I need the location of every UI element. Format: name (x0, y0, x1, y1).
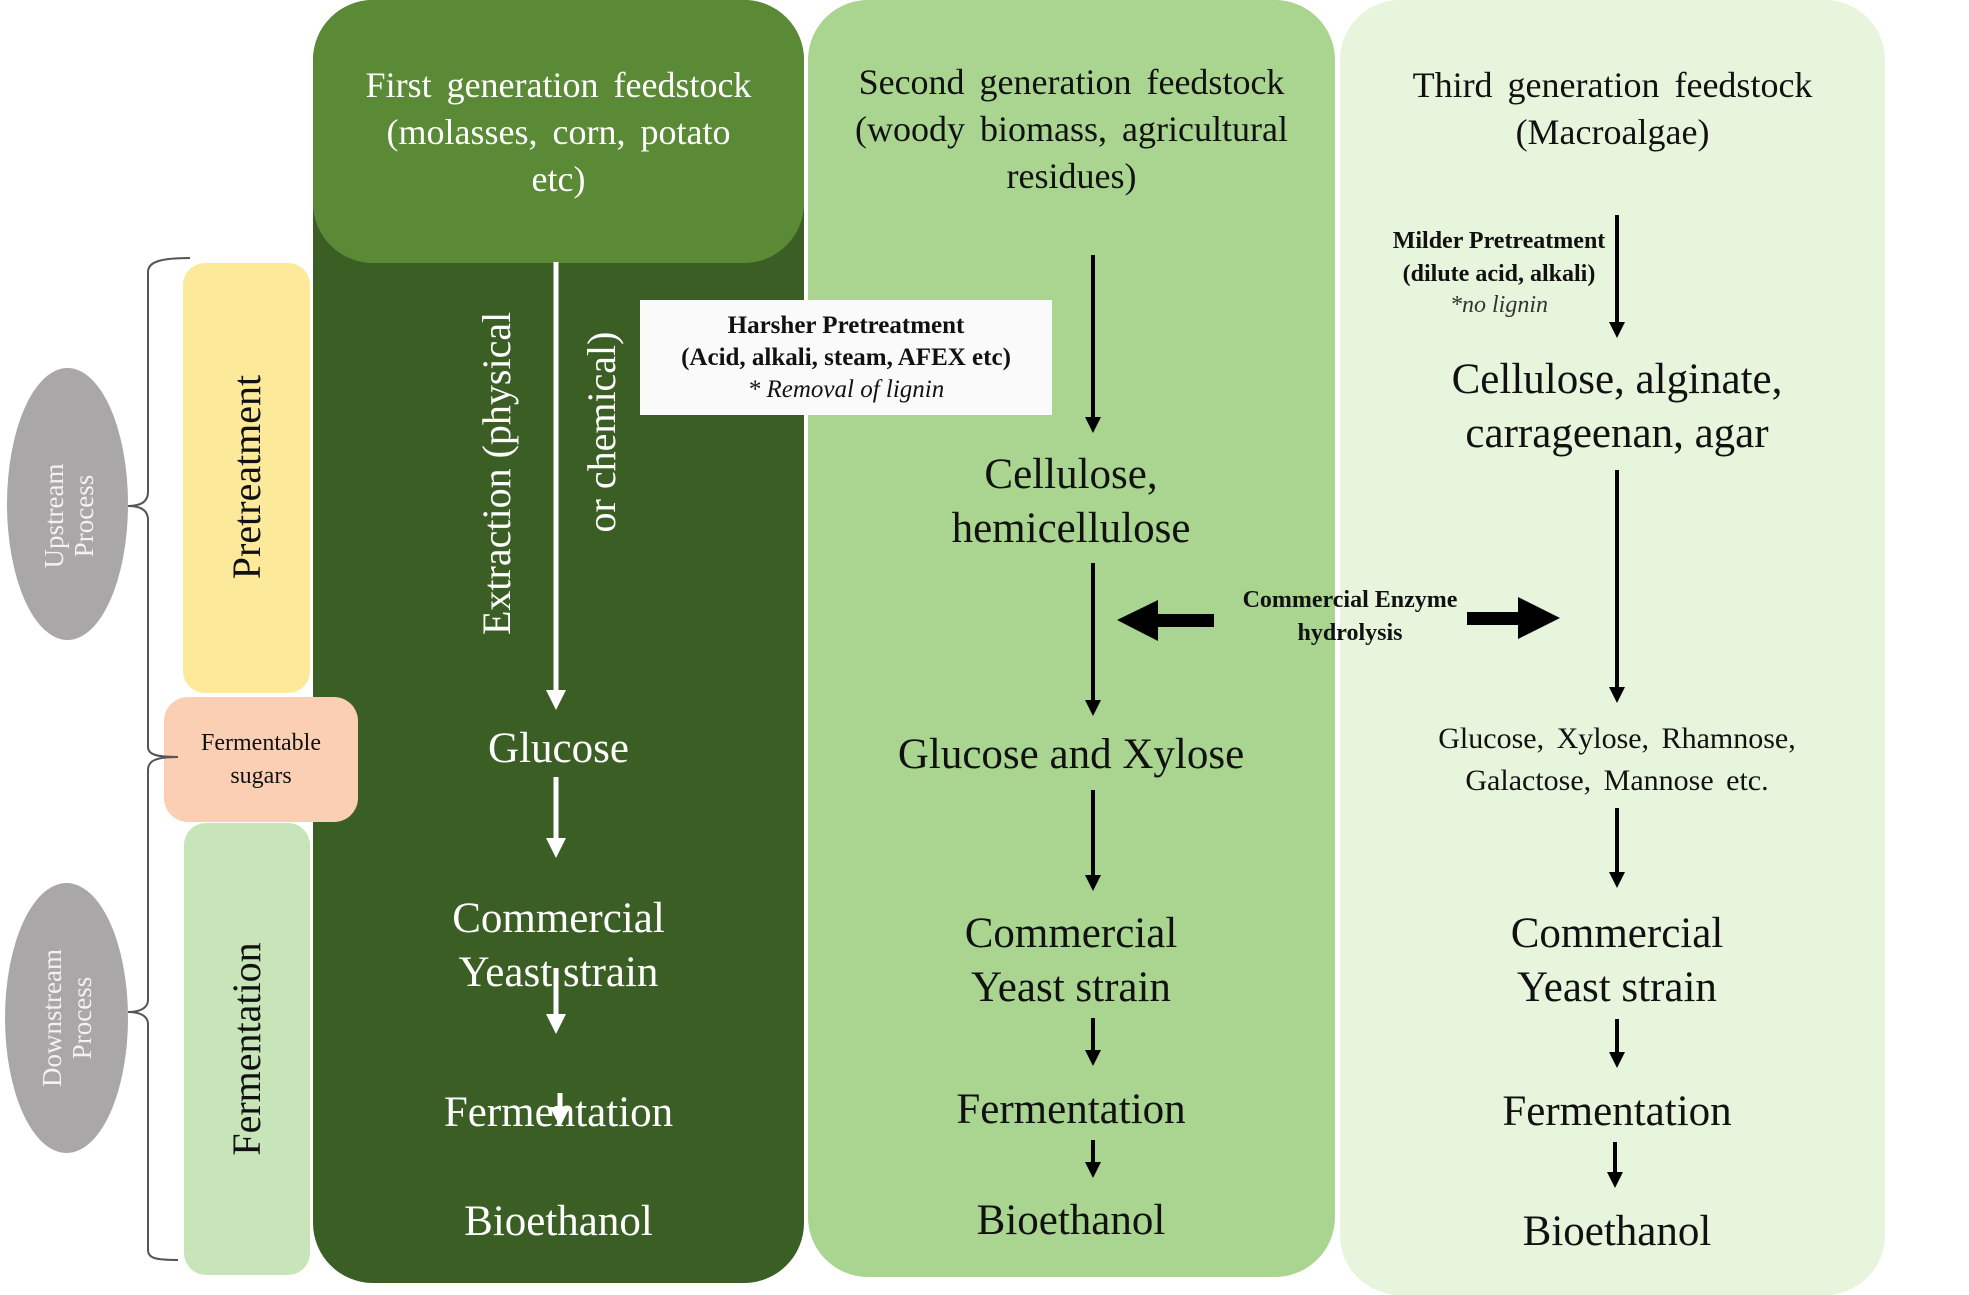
col1-glucose: Glucose (488, 725, 629, 772)
milder-pretreatment-note: *no lignin (1449, 292, 1548, 318)
upstream-process-ellipse: Upstream Process (7, 368, 128, 640)
enzyme-label-line-2: hydrolysis (1297, 620, 1403, 646)
second-generation-title: Second generation feedstock (woody bioma… (808, 59, 1335, 200)
fermentation-stage: Fermentation (184, 823, 310, 1275)
milder-pretreatment-label: Milder Pretreatment (dilute acid, alkali… (1340, 225, 1658, 319)
harsher-pretreatment-box: Harsher Pretreatment (Acid, alkali, stea… (640, 300, 1052, 415)
fermentable-sugars-line-1: Fermentable (201, 730, 321, 756)
col1-bioethanol: Bioethanol (464, 1198, 653, 1245)
first-generation-header (313, 0, 804, 263)
col3-sugars-line-1: Glucose, Xylose, Rhamnose, (1438, 722, 1796, 755)
enzyme-label-line-1: Commercial Enzyme (1242, 587, 1458, 613)
col2-fermentation: Fermentation (956, 1086, 1186, 1133)
col3-title-line-2: (Macroalgae) (1515, 112, 1710, 152)
second-generation-column (808, 0, 1335, 1277)
col3-polymers: Cellulose, alginate, carrageenan, agar (1340, 353, 1894, 461)
col3-polymers-line-2: carrageenan, agar (1465, 410, 1769, 457)
col2-sugars: Glucose and Xylose (897, 731, 1245, 778)
pretreatment-stage: Pretreatment (183, 263, 310, 693)
downstream-bracket (127, 756, 179, 1261)
downstream-process-ellipse: Downstream Process (5, 883, 128, 1153)
fermentable-sugars-line-2: sugars (230, 763, 292, 789)
harsher-pretreatment-note: * Removal of lignin (747, 376, 945, 403)
col3-sugars-line-2: Galactose, Mannose etc. (1465, 764, 1769, 797)
milder-pretreatment-title: Milder Pretreatment (1392, 228, 1606, 254)
fermentable-sugars-label: Fermentable sugars (164, 727, 358, 793)
enzyme-right-arrow (1467, 597, 1560, 639)
col3-sugars: Glucose, Xylose, Rhamnose, Galactose, Ma… (1340, 718, 1894, 802)
col3-title-line-1: Third generation feedstock (1412, 65, 1813, 105)
col1-yeast-line-1: Commercial (452, 895, 665, 942)
col3-polymers-line-1: Cellulose, alginate, (1451, 356, 1783, 403)
third-generation-column (1340, 0, 1885, 1295)
col3-yeast: Commercial Yeast strain (1340, 907, 1894, 1015)
col1-title-line-2: (molasses, corn, potato (386, 112, 731, 152)
third-generation-title: Third generation feedstock (Macroalgae) (1340, 62, 1885, 156)
col1-arrows (546, 262, 570, 1127)
milder-pretreatment-detail: (dilute acid, alkali) (1402, 261, 1596, 287)
col1-title-line-3: etc) (531, 159, 586, 199)
col3-fermentation: Fermentation (1502, 1088, 1732, 1135)
col2-polymers-line-1: Cellulose, (984, 451, 1158, 498)
col2-bioethanol: Bioethanol (976, 1197, 1166, 1244)
col2-polymers: Cellulose, hemicellulose (786, 448, 1356, 556)
harsher-pretreatment-detail: (Acid, alkali, steam, AFEX etc) (681, 344, 1011, 371)
col3-arrows (1607, 215, 1625, 1188)
upstream-bracket (127, 257, 191, 758)
col2-yeast: Commercial Yeast strain (786, 907, 1356, 1015)
col2-yeast-line-1: Commercial (964, 910, 1178, 957)
col3-yeast-line-2: Yeast strain (1517, 964, 1717, 1011)
col3-bioethanol: Bioethanol (1522, 1208, 1712, 1255)
col2-yeast-line-2: Yeast strain (971, 964, 1171, 1011)
col3-yeast-line-1: Commercial (1510, 910, 1724, 957)
enzyme-left-arrow (1117, 600, 1214, 641)
col2-polymers-line-2: hemicellulose (951, 505, 1191, 552)
fermentable-sugars-stage: Fermentable sugars (164, 697, 358, 822)
harsher-pretreatment-title: Harsher Pretreatment (727, 312, 965, 339)
first-generation-title: First generation feedstock (molasses, co… (313, 62, 804, 203)
enzyme-hydrolysis-label: Commercial Enzyme hydrolysis (1215, 584, 1485, 650)
col1-title-line-1: First generation feedstock (365, 65, 752, 105)
col2-title-line-1: Second generation feedstock (858, 62, 1285, 102)
col2-title-line-3: residues) (1006, 156, 1137, 196)
col2-title-line-2: (woody biomass, agricultural (855, 109, 1288, 149)
